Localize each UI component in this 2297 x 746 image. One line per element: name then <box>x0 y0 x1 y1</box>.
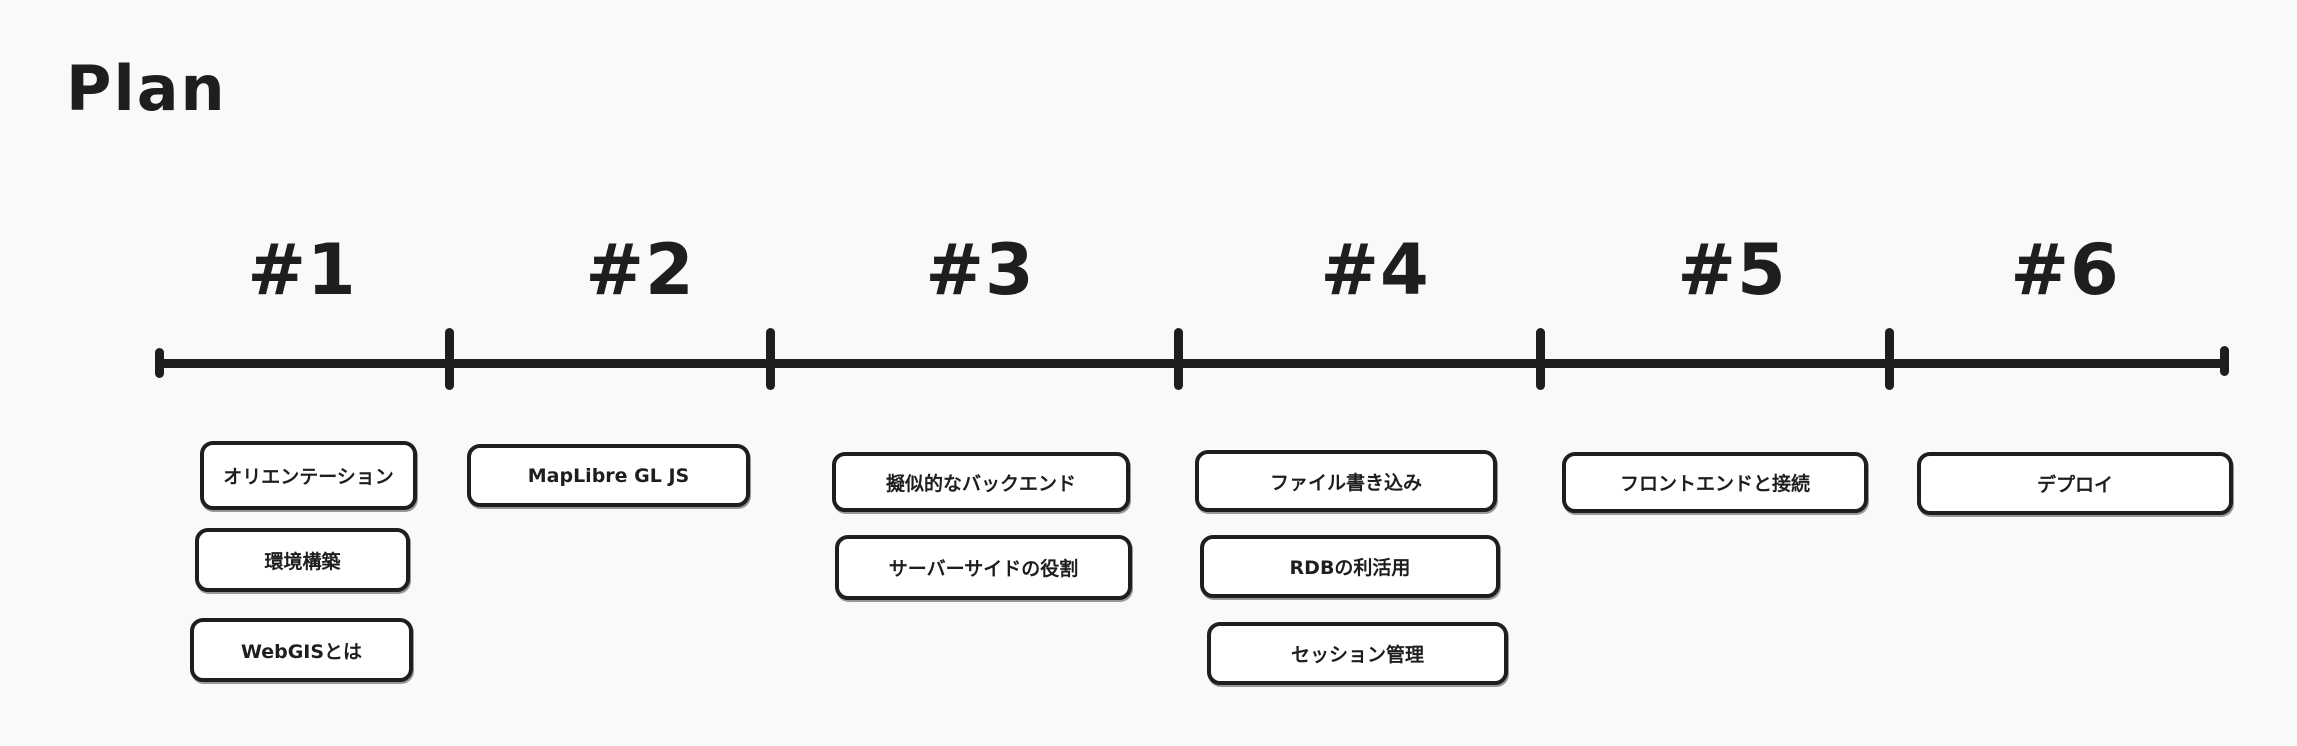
topic-box-1-3: WebGISとは <box>190 618 413 682</box>
section-label-5: #5 <box>1677 229 1787 311</box>
timeline-divider-tick-3 <box>1174 328 1183 390</box>
topic-box-6-1: デプロイ <box>1917 452 2233 515</box>
timeline-start-tick <box>155 348 164 378</box>
topic-box-2-1: MapLibre GL JS <box>467 444 750 507</box>
section-label-1: #1 <box>247 229 357 311</box>
timeline-divider-tick-2 <box>766 328 775 390</box>
timeline-divider-tick-1 <box>445 328 454 390</box>
topic-box-4-2: RDBの利活用 <box>1200 535 1500 598</box>
section-label-6: #6 <box>2010 229 2120 311</box>
timeline-divider-tick-4 <box>1536 328 1545 390</box>
timeline-divider-tick-5 <box>1885 328 1894 390</box>
timeline-end-tick <box>2220 346 2229 376</box>
timeline-line <box>158 359 2226 368</box>
topic-box-4-3: セッション管理 <box>1207 622 1508 685</box>
topic-box-3-2: サーバーサイドの役割 <box>835 535 1132 600</box>
topic-box-1-2: 環境構築 <box>195 528 410 592</box>
topic-box-3-1: 擬似的なバックエンド <box>832 452 1130 512</box>
topic-box-1-1: オリエンテーション <box>200 441 417 510</box>
topic-box-5-1: フロントエンドと接続 <box>1562 452 1868 513</box>
section-label-3: #3 <box>925 229 1035 311</box>
section-label-4: #4 <box>1320 229 1430 311</box>
topic-box-4-1: ファイル書き込み <box>1195 450 1497 512</box>
page-title: Plan <box>66 52 227 125</box>
section-label-2: #2 <box>585 229 695 311</box>
